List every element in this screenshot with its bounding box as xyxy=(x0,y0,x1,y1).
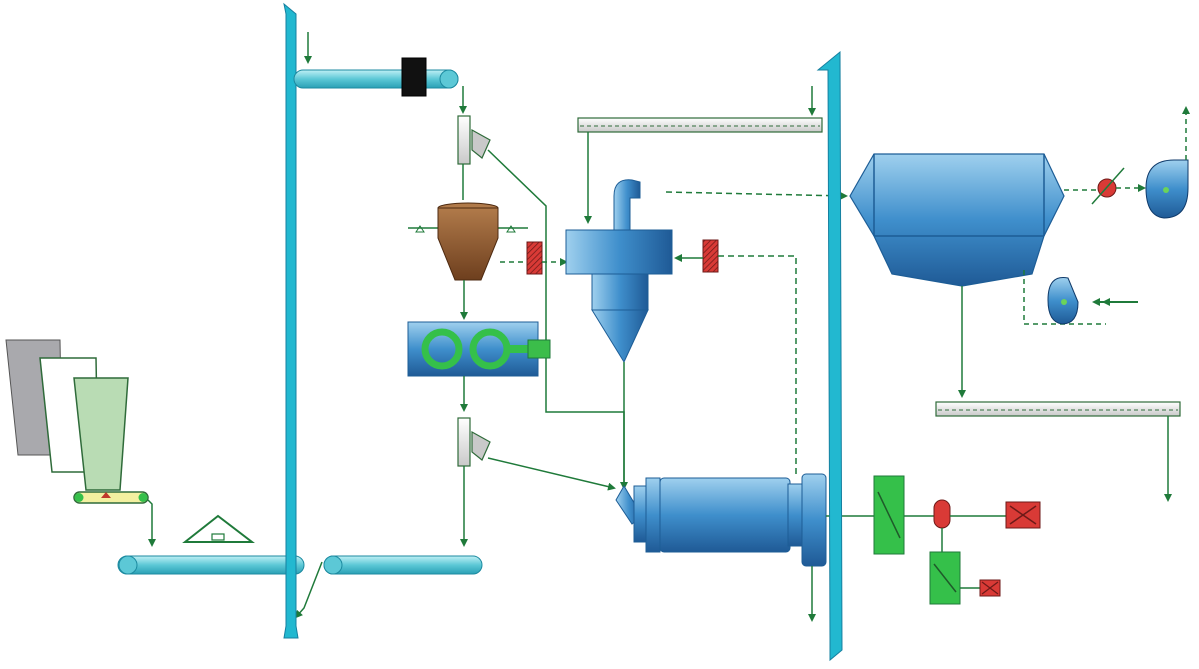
feed-belt-conveyor xyxy=(117,555,305,575)
flow-line xyxy=(487,457,616,491)
air-valve xyxy=(702,239,719,273)
flow-line xyxy=(147,499,156,547)
air-valve xyxy=(526,241,543,275)
bottom-belt-conveyor xyxy=(323,555,483,575)
bag-filter xyxy=(849,153,1065,287)
air-valve xyxy=(1091,167,1125,205)
iron-remover xyxy=(401,57,427,97)
dynamic-separator xyxy=(565,179,673,364)
air-line xyxy=(1023,270,1106,325)
auxiliary-drive xyxy=(929,551,961,605)
ball-mill xyxy=(615,473,827,567)
right-bucket-elevator xyxy=(816,50,843,662)
flow-line xyxy=(294,561,323,619)
top-belt-conveyor xyxy=(293,69,459,89)
stable-flow-bin xyxy=(408,202,528,281)
mill-reducer xyxy=(873,475,905,555)
mill-motor xyxy=(1005,501,1041,529)
air-slide-top xyxy=(577,117,823,133)
pre-feed-splitter xyxy=(457,115,491,165)
cooling-fan xyxy=(1047,276,1079,325)
lower-splitter xyxy=(457,417,491,467)
weigh-feeder-belt xyxy=(73,491,149,504)
metal-detector xyxy=(182,514,255,543)
air-line xyxy=(665,191,848,200)
roller-press xyxy=(407,321,551,377)
auxiliary-motor xyxy=(979,579,1001,597)
system-fan xyxy=(1145,159,1189,219)
mill-clutch xyxy=(933,499,951,529)
raw-material-bins xyxy=(5,339,129,491)
product-air-slide xyxy=(935,401,1181,417)
left-bucket-elevator xyxy=(283,2,299,639)
air-line xyxy=(718,255,797,478)
